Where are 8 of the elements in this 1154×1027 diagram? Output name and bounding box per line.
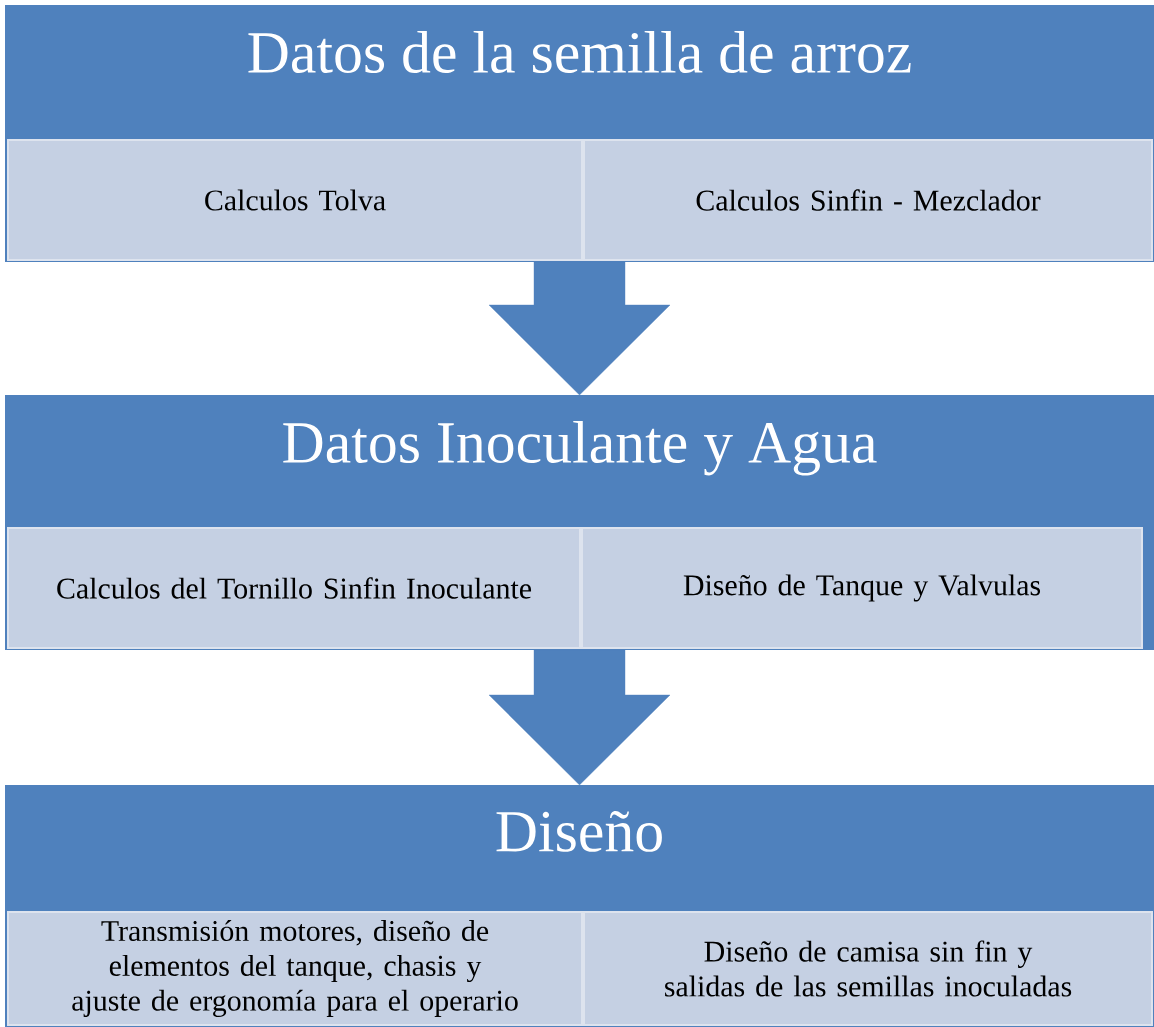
step-box: Calculos Tolva: [7, 139, 583, 261]
step-box: Transmisión motores, diseño de elementos del tanque, chasis y ajuste de ergonomía para el operario: [7, 911, 583, 1026]
block-arrow: [488, 261, 671, 396]
block-arrow: [488, 649, 671, 786]
step-box: Calculos Sinfin - Mezclador: [583, 139, 1153, 261]
step-box: Calculos del Tornillo Sinfin Inoculante: [7, 527, 581, 649]
step-box: Diseño de camisa sin fin y salidas de las semillas inoculadas: [583, 911, 1153, 1026]
step-box: Diseño de Tanque y Valvulas: [581, 527, 1143, 649]
